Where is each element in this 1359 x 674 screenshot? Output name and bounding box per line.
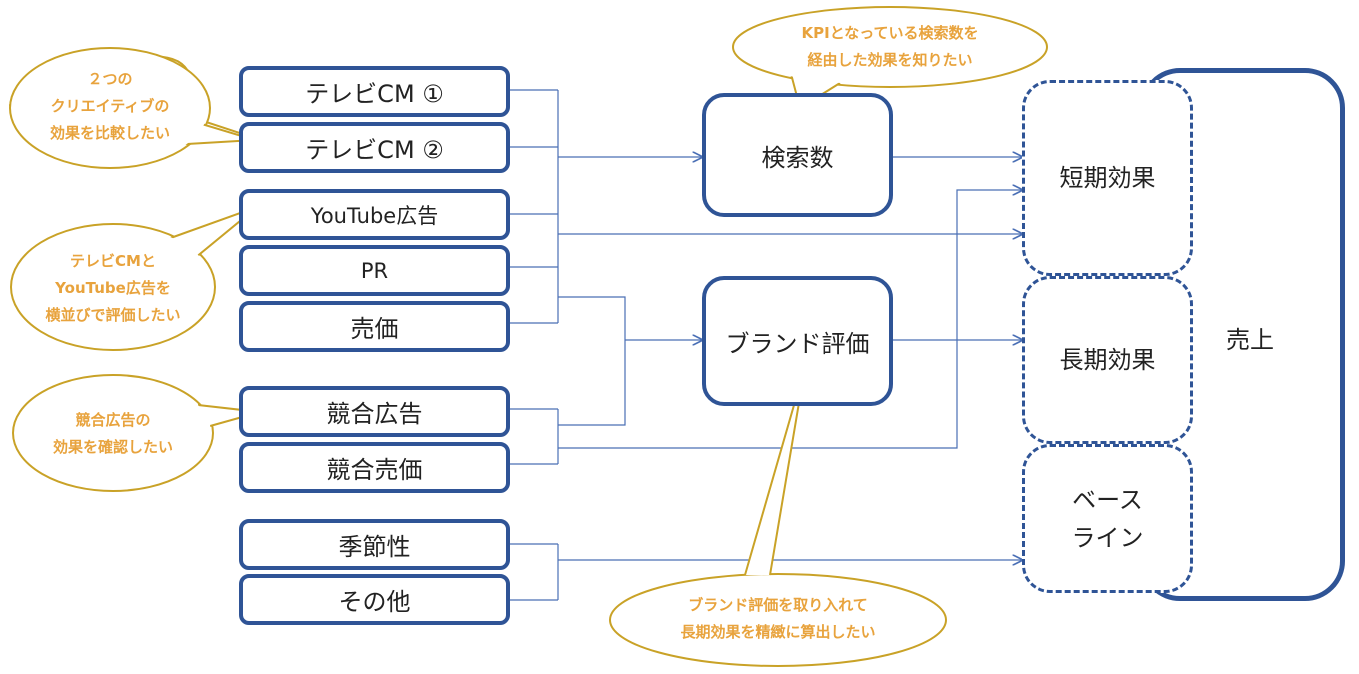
node-baseline-label: ベース ライン: [1072, 481, 1144, 557]
callout-tv-vs-youtube-line1: テレビCMと: [70, 252, 156, 270]
node-search-volume: 検索数: [702, 93, 893, 217]
callout-competitor-line1: 競合広告の: [75, 411, 151, 429]
connector-competitor-to-short: [558, 190, 1022, 449]
input-tvcm-1: テレビCM ①: [239, 66, 510, 117]
callout-compare-tv-line3: 効果を比較したい: [49, 124, 170, 142]
callout-compare-tv-line2: クリエイティブの: [50, 97, 170, 115]
node-long-term-effect-label: 長期効果: [1059, 346, 1156, 374]
callout-kpi-search-line1: KPIとなっている検索数を: [801, 24, 979, 42]
node-brand-evaluation-label: ブランド評価: [725, 329, 870, 358]
node-baseline-line2: ライン: [1071, 523, 1144, 552]
callout-tv-vs-youtube: テレビCMと YouTube広告を 横並びで評価したい: [11, 248, 215, 329]
input-tvcm-2-label: テレビCM ②: [305, 136, 444, 164]
callout-brand-long-term-line1: ブランド評価を取り入れて: [688, 596, 868, 614]
callout-competitor-line2: 効果を確認したい: [52, 438, 173, 456]
input-pr-label: PR: [360, 258, 389, 283]
input-other-label: その他: [338, 588, 411, 616]
callout-compare-tv: ２つの クリエイティブの 効果を比較したい: [10, 66, 210, 147]
input-competitor-price-label: 競合売価: [326, 456, 423, 484]
input-tvcm-1-label: テレビCM ①: [305, 80, 444, 108]
node-baseline-line1: ベース: [1072, 485, 1143, 514]
input-youtube-ad: YouTube広告: [239, 189, 510, 240]
callout-kpi-search-line2: 経由した効果を知りたい: [807, 51, 973, 69]
input-competitor-price: 競合売価: [239, 442, 510, 493]
node-sales-label: 売上: [1226, 326, 1274, 354]
input-price-label: 売価: [350, 315, 399, 343]
callout-compare-tv-line1: ２つの: [87, 70, 133, 88]
callout-brand-long-term: ブランド評価を取り入れて 長期効果を精緻に算出したい: [610, 592, 946, 646]
input-competitor-ad-label: 競合広告: [326, 400, 423, 428]
input-seasonality-label: 季節性: [338, 533, 411, 561]
input-price: 売価: [239, 301, 510, 352]
node-short-term-effect: 短期効果: [1022, 80, 1193, 276]
callout-competitor: 競合広告の 効果を確認したい: [13, 407, 213, 461]
callout-tv-vs-youtube-line2: YouTube広告を: [55, 279, 171, 297]
node-search-volume-label: 検索数: [761, 143, 834, 172]
callout-brand-long-term-line2: 長期効果を精緻に算出したい: [680, 623, 876, 641]
input-tvcm-2: テレビCM ②: [239, 122, 510, 173]
input-competitor-ad: 競合広告: [239, 386, 510, 437]
node-baseline: ベース ライン: [1022, 444, 1193, 593]
node-short-term-effect-label: 短期効果: [1059, 164, 1156, 192]
node-long-term-effect: 長期効果: [1022, 276, 1193, 444]
input-seasonality: 季節性: [239, 519, 510, 570]
connector-to-brand-bus: [558, 296, 626, 426]
callout-tv-vs-youtube-line3: 横並びで評価したい: [45, 306, 181, 324]
input-other: その他: [239, 574, 510, 625]
node-brand-evaluation: ブランド評価: [702, 276, 893, 406]
callout-kpi-search: KPIとなっている検索数を 経由した効果を知りたい: [733, 20, 1047, 74]
input-pr: PR: [239, 245, 510, 296]
input-youtube-ad-label: YouTube広告: [310, 203, 439, 228]
